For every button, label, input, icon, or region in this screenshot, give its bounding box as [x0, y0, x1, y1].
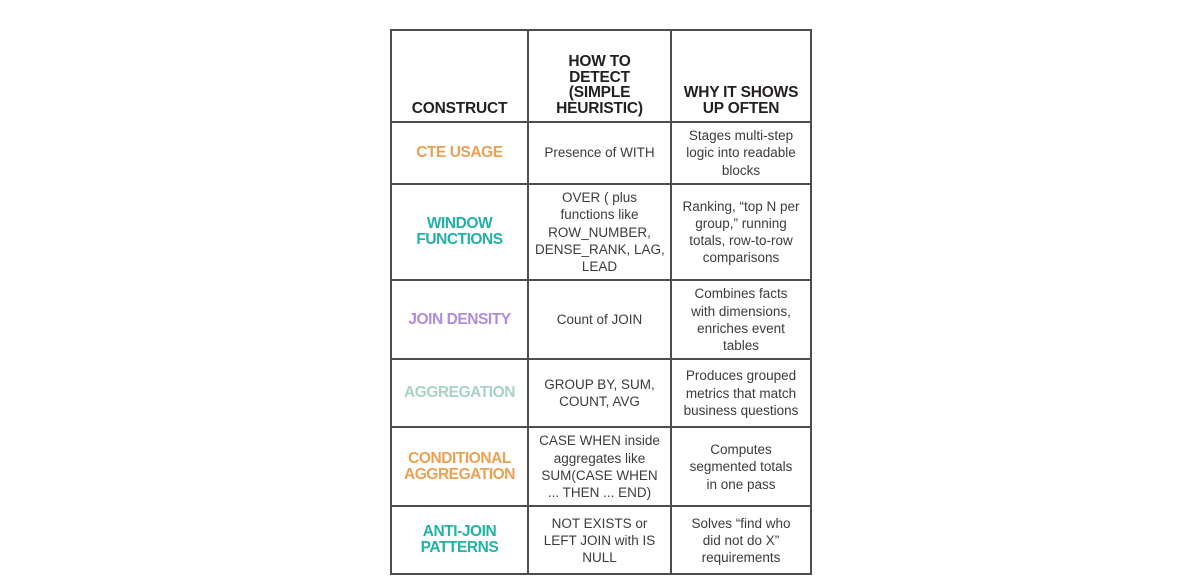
construct-text-line: AGGREGATION: [403, 384, 515, 402]
why-text-line: metrics that match: [685, 385, 797, 401]
cell-construct-name: JOIN DENSITY: [390, 279, 529, 361]
detect-text-line: NOT EXISTS or: [551, 515, 648, 531]
detect-text-line: Presence of WITH: [544, 145, 655, 161]
cell-how-to-detect: Count of JOIN: [527, 279, 672, 361]
why-text-line: Produces grouped: [685, 368, 797, 384]
header-text-line: (SIMPLE: [568, 84, 631, 102]
detect-text-line: GROUP BY, SUM,: [544, 377, 655, 393]
detect-text-line: LEFT JOIN with IS: [543, 532, 656, 548]
header-text-line: WHY IT SHOWS: [683, 84, 799, 102]
detect-text-line: aggregates like: [553, 450, 646, 466]
why-text-line: enriches event: [697, 320, 785, 336]
construct-text-line: CONDITIONAL: [408, 449, 511, 467]
construct-text-line: ANTI-JOIN: [422, 523, 497, 541]
construct-text-line: WINDOW: [426, 214, 493, 232]
detect-text-line: ROW_NUMBER,: [548, 224, 651, 240]
why-text-line: in one pass: [706, 476, 776, 492]
header-text-line: CONSTRUCT: [411, 100, 508, 118]
cell-construct-name: CTE USAGE: [390, 121, 529, 185]
header-text-line: HOW TO: [568, 52, 631, 70]
construct-text-line: FUNCTIONS: [416, 231, 503, 249]
construct-text-line: AGGREGATION: [403, 465, 515, 483]
why-text-line: Solves “find who: [691, 515, 791, 531]
detect-text-line: functions like: [560, 207, 639, 223]
column-header-construct-lines: CONSTRUCT: [398, 101, 521, 117]
column-header-construct: CONSTRUCT: [390, 29, 529, 123]
detect-text-line: NULL: [582, 550, 617, 566]
why-text-line: requirements: [701, 550, 781, 566]
construct-text-line: PATTERNS: [420, 539, 499, 557]
why-text-line: tables: [722, 338, 760, 354]
header-text-line: HEURISTIC): [556, 100, 643, 118]
detect-text-line: LEAD: [581, 259, 618, 275]
header-text-line: UP OFTEN: [702, 100, 780, 118]
detect-text-line: COUNT, AVG: [559, 394, 640, 410]
why-text-line: totals, row-to-row: [689, 233, 793, 249]
why-text-line: did not do X”: [702, 532, 780, 548]
detect-text-line: OVER ( plus: [561, 190, 638, 205]
why-text-line: group,” running: [695, 215, 787, 231]
cell-construct-name: AGGREGATION: [390, 358, 529, 429]
why-text-line: logic into readable: [686, 145, 796, 161]
why-text-line: business questions: [683, 403, 799, 419]
why-text-line: blocks: [721, 162, 761, 178]
why-text-line: Ranking, “top N per: [682, 198, 800, 214]
table-body: CTE USAGE Presence of WITH Stages multi-st…: [390, 121, 812, 576]
construct-text-line: JOIN DENSITY: [408, 310, 511, 328]
table-row: CTE USAGE Presence of WITH Stages multi-st…: [390, 121, 812, 185]
construct-text-line: CTE USAGE: [416, 143, 503, 161]
why-text-line: with dimensions,: [691, 303, 791, 319]
detect-text-line: DENSE_RANK, LAG,: [535, 241, 665, 257]
detect-text-line: ... THEN ... END): [547, 485, 652, 501]
why-text-line: comparisons: [702, 250, 780, 266]
detect-text-line: SUM(CASE WHEN: [541, 467, 658, 483]
why-text-line: Stages multi-step: [688, 128, 794, 144]
why-text-line: Computes: [710, 442, 772, 458]
cell-how-to-detect: GROUP BY, SUM,COUNT, AVG: [527, 358, 672, 429]
why-text-line: segmented totals: [689, 459, 793, 475]
detect-text-line: Count of JOIN: [556, 312, 643, 328]
why-text-line: Combines facts: [694, 286, 788, 302]
header-text-line: DETECT: [569, 68, 630, 86]
detect-text-line: CASE WHEN inside: [539, 433, 660, 449]
cell-how-to-detect: Presence of WITH: [527, 121, 672, 185]
